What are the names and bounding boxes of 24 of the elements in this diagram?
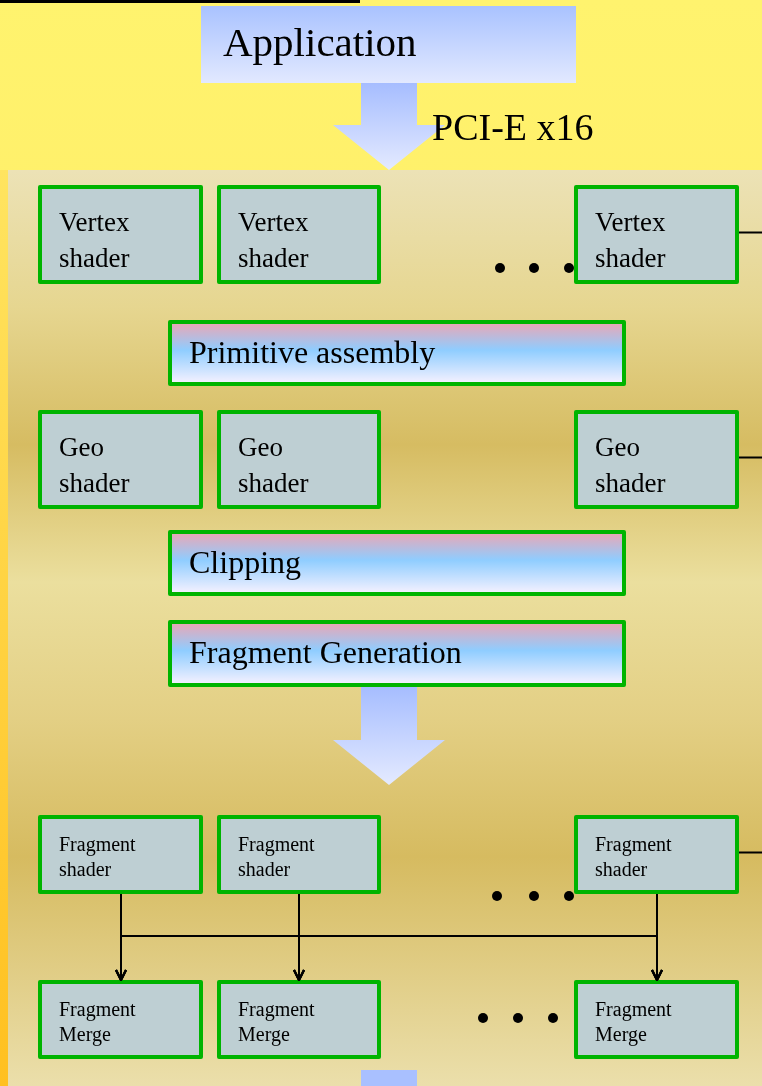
block-arrow [333,687,445,785]
processor-box: Fragment shader [217,815,381,894]
processor-box: Fragment Merge [574,980,739,1059]
processor-box: Geo shader [38,410,203,509]
stage-bar: Primitive assembly [168,320,626,386]
connector-line [738,231,762,234]
processor-box: Fragment shader [574,815,739,894]
processor-box: Vertex shader [574,185,739,284]
stage-bar: Fragment Generation [168,620,626,687]
processor-box: Vertex shader [217,185,381,284]
processor-box: Fragment shader [38,815,203,894]
processor-box: Fragment Merge [217,980,381,1059]
processor-box: Fragment Merge [38,980,203,1059]
processor-box: Vertex shader [38,185,203,284]
block-arrow [333,83,445,170]
stage-bar: Clipping [168,530,626,596]
edge-label: PCI-E x16 [432,108,594,146]
connector-line [738,456,762,459]
connector-line [738,851,762,854]
processor-box: Geo shader [574,410,739,509]
stage-box: Application [201,6,576,83]
pipeline-panel [8,170,762,1086]
processor-box: Geo shader [217,410,381,509]
arrow [650,893,664,982]
